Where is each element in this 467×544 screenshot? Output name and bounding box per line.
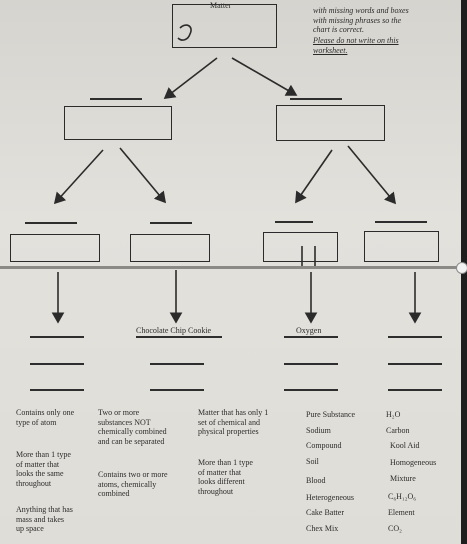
word-pure-substance: Pure Substance: [306, 410, 356, 419]
word-compound: Compound: [306, 441, 342, 450]
box-l3-2: [130, 234, 210, 262]
arrow-matter-right: [231, 57, 298, 96]
word-chex-mix: Chex Mix: [306, 524, 339, 533]
pencil-scribble: [177, 24, 192, 41]
box-l3-4: [364, 231, 439, 262]
arrow-matter-left: [163, 57, 218, 99]
blank-line-d1: [388, 336, 442, 338]
warning-text: Please do not write on this worksheet.: [313, 36, 399, 55]
blank-line-l3-1: [25, 222, 77, 224]
word-glucose: C₆H₁₂O₆: [388, 492, 417, 501]
blank-line-a3: [30, 389, 84, 391]
box-l2-left: [64, 106, 172, 140]
word-element: Element: [388, 508, 415, 517]
top-box: [172, 4, 277, 48]
word-homogeneous: Homogeneous: [390, 458, 437, 467]
phrase-4: More than 1 type of matter that looks th…: [16, 450, 71, 488]
box-l3-1: [10, 234, 100, 262]
blank-line-l2-right: [290, 98, 342, 100]
example-label-2: Chocolate Chip Cookie: [136, 326, 212, 335]
arrow-l2left-1: [53, 149, 104, 205]
blank-line-l3-3: [275, 221, 313, 223]
blank-line-b2: [150, 363, 204, 365]
phrase-1: Contains only one type of atom: [16, 408, 75, 427]
blank-line-b3: [150, 389, 204, 391]
instructions-text: with missing words and boxes with missin…: [313, 6, 409, 34]
example-label-3: Oxygen: [296, 326, 322, 335]
blank-line-c1: [284, 336, 338, 338]
word-h2o: H₂O: [386, 410, 401, 419]
viewer-scroll-handle[interactable]: [456, 262, 467, 274]
blank-line-a1: [30, 336, 84, 338]
word-sodium: Sodium: [306, 426, 331, 435]
blank-line-c3: [284, 389, 338, 391]
top-box-label: Matter: [210, 1, 232, 10]
word-blood: Blood: [306, 476, 326, 485]
phrase-6: More than 1 type of matter that looks di…: [198, 458, 253, 496]
blank-line-b1: [136, 336, 222, 338]
word-cake-batter: Cake Batter: [306, 508, 344, 517]
blank-line-d3: [388, 389, 442, 391]
phrase-5: Contains two or more atoms, chemically c…: [98, 470, 168, 498]
word-carbon: Carbon: [386, 426, 410, 435]
word-soil: Soil: [306, 457, 319, 466]
arrow-l2left-2: [119, 147, 167, 204]
word-mixture: Mixture: [390, 474, 416, 483]
blank-line-d2: [388, 363, 442, 365]
word-kool-aid: Kool Aid: [390, 441, 420, 450]
phrase-7: Anything that has mass and takes up spac…: [16, 505, 73, 533]
box-l3-3: [263, 232, 338, 262]
word-heterogeneous: Heterogeneous: [306, 493, 354, 502]
scan-divider: [0, 266, 461, 269]
arrow-l2right-1: [295, 149, 333, 204]
blank-line-a2: [30, 363, 84, 365]
phrase-2: Two or more substances NOT chemically co…: [98, 408, 167, 446]
blank-line-l2-left: [90, 98, 142, 100]
arrow-l2right-2: [347, 145, 397, 205]
blank-line-l3-2: [150, 222, 192, 224]
phrase-3: Matter that has only 1 set of chemical a…: [198, 408, 269, 436]
word-co2: CO₂: [388, 524, 402, 533]
blank-line-l3-4: [375, 221, 427, 223]
blank-line-c2: [284, 363, 338, 365]
box-l2-right: [276, 105, 385, 141]
